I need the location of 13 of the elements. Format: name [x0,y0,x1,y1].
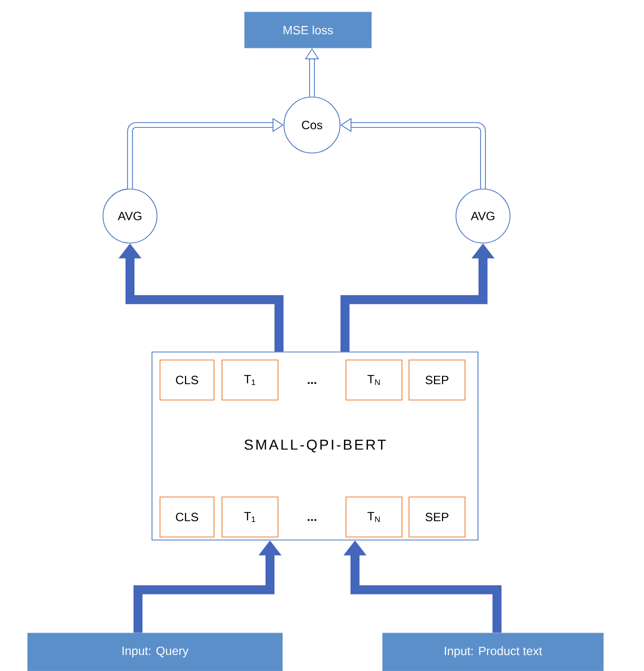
label-box: Input: Product text [382,632,604,671]
label-box: Input: Query [27,632,283,671]
token-box: T$_{1}$ [222,496,278,538]
ellipsis: ... [308,519,316,521]
token-box: SEP [408,496,466,538]
label-box: MSE loss [244,12,372,48]
token-box: T$_{N}$ [346,360,402,400]
token-box: CLS [160,496,214,538]
token-box: T$_{N}$ [346,496,402,538]
token-box: SEP [408,360,466,400]
ellipsis: ... [308,382,316,384]
token-box: CLS [160,360,214,400]
token-box: T$_{1}$ [222,360,278,400]
